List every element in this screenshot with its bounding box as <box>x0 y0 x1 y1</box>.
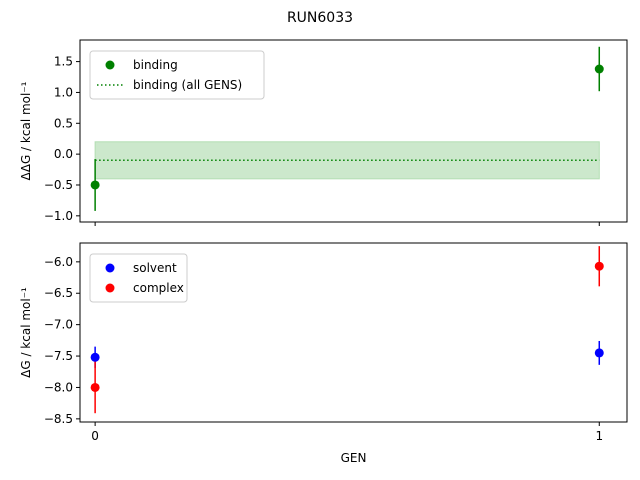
y-axis-label: ΔG / kcal mol⁻¹ <box>19 287 33 378</box>
complex-point <box>594 261 604 271</box>
axes-frame <box>79 39 628 223</box>
y-tick-label: 1.0 <box>54 85 73 99</box>
y-tick-label: −6.0 <box>44 255 73 269</box>
axes-frame <box>79 242 628 423</box>
solvent-point <box>90 352 100 362</box>
figure-title: RUN6033 <box>287 10 353 26</box>
y-tick-label: −0.5 <box>44 178 73 192</box>
y-tick-label: 1.5 <box>54 55 73 69</box>
x-tick-label: 0 <box>91 429 99 443</box>
legend-box <box>89 50 265 100</box>
legend-marker <box>105 263 115 273</box>
y-tick-label: −6.5 <box>44 286 73 300</box>
x-tick-label: 1 <box>595 429 603 443</box>
solvent-point <box>594 348 604 358</box>
legend-label: binding (all GENS) <box>133 78 242 92</box>
y-tick-label: 0.5 <box>54 116 73 130</box>
binding-point <box>594 64 604 74</box>
y-tick-label: −1.0 <box>44 209 73 223</box>
y-tick-label: −8.5 <box>44 412 73 426</box>
legend-label: binding <box>133 58 178 72</box>
y-tick-label: 0.0 <box>54 147 73 161</box>
y-tick-label: −7.0 <box>44 318 73 332</box>
complex-point <box>90 382 100 392</box>
x-axis-label: GEN <box>341 451 367 465</box>
legend-label: solvent <box>133 261 177 275</box>
y-tick-label: −7.5 <box>44 349 73 363</box>
legend-marker <box>105 60 115 70</box>
bottom-panel: −8.5 −8.0 −7.5 −7.0 −6.5 −6.0 0 1 ΔG / kcal mol⁻… <box>19 242 628 465</box>
legend-box <box>89 253 188 303</box>
binding-point <box>90 180 100 190</box>
legend-label: complex <box>133 281 184 295</box>
y-tick-label: −8.0 <box>44 380 73 394</box>
y-axis-label: ΔΔG / kcal mol⁻¹ <box>19 81 33 180</box>
legend-marker <box>105 283 115 293</box>
